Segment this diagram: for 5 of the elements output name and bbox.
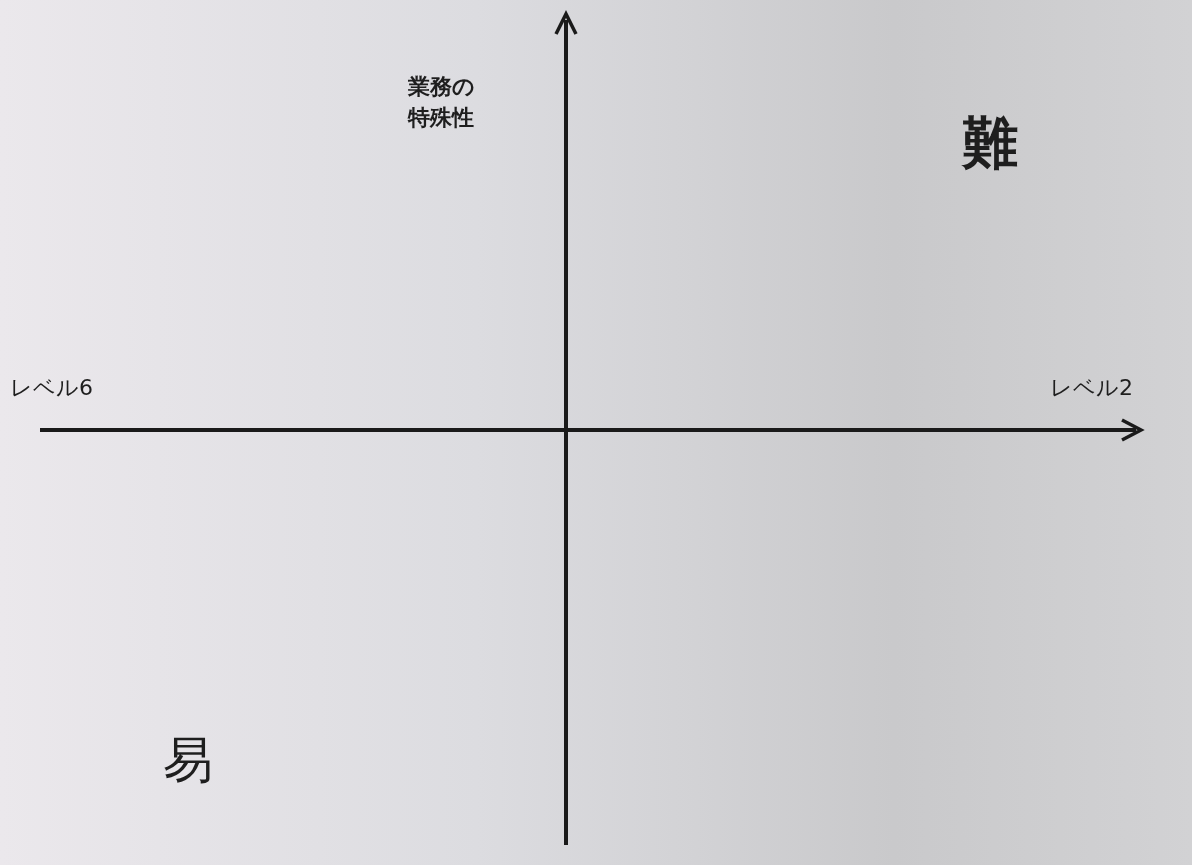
axis-end-label: レベル6 [10, 374, 93, 402]
axis-title: 業務の特殊性 [408, 73, 476, 132]
axis-end-label: レベル2 [1050, 374, 1133, 402]
quadrant-label: 易 [163, 730, 213, 791]
quadrant-label: 難 [962, 109, 1018, 177]
